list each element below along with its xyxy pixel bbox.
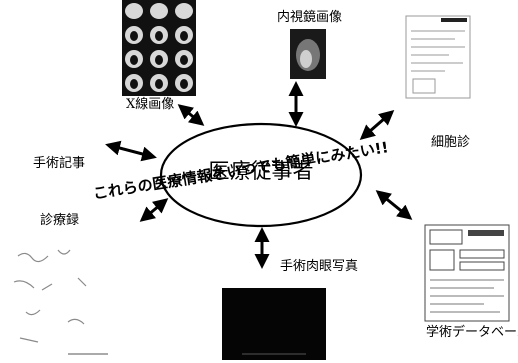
surgery-photo-label: 手術肉眼写真 (280, 259, 359, 274)
cytology-label: 細胞診 (431, 135, 471, 150)
endoscope-thumbnail (290, 29, 326, 79)
center-ellipse (159, 122, 363, 228)
xray-thumbnail (122, 0, 196, 96)
arrow-xray (177, 104, 205, 126)
database-thumbnail (424, 224, 510, 322)
center-label: 医療従事者 (208, 159, 314, 183)
medical-record-label: 診療録 (40, 213, 80, 228)
xray-label: X線画像 (126, 97, 175, 112)
arrow-surgery-record (105, 140, 157, 162)
cytology-thumbnail (405, 15, 471, 99)
database-label: 学術データベース (426, 325, 518, 340)
endoscope-label: 内視鏡画像 (277, 10, 343, 25)
arrow-medical-record (139, 198, 169, 222)
surgery-photo-thumbnail (222, 288, 326, 360)
arrow-database (375, 190, 413, 220)
medical-record-thumbnail (8, 238, 118, 358)
surgery-record-label: 手術記事 (33, 156, 86, 171)
arrow-cytology (359, 110, 395, 140)
